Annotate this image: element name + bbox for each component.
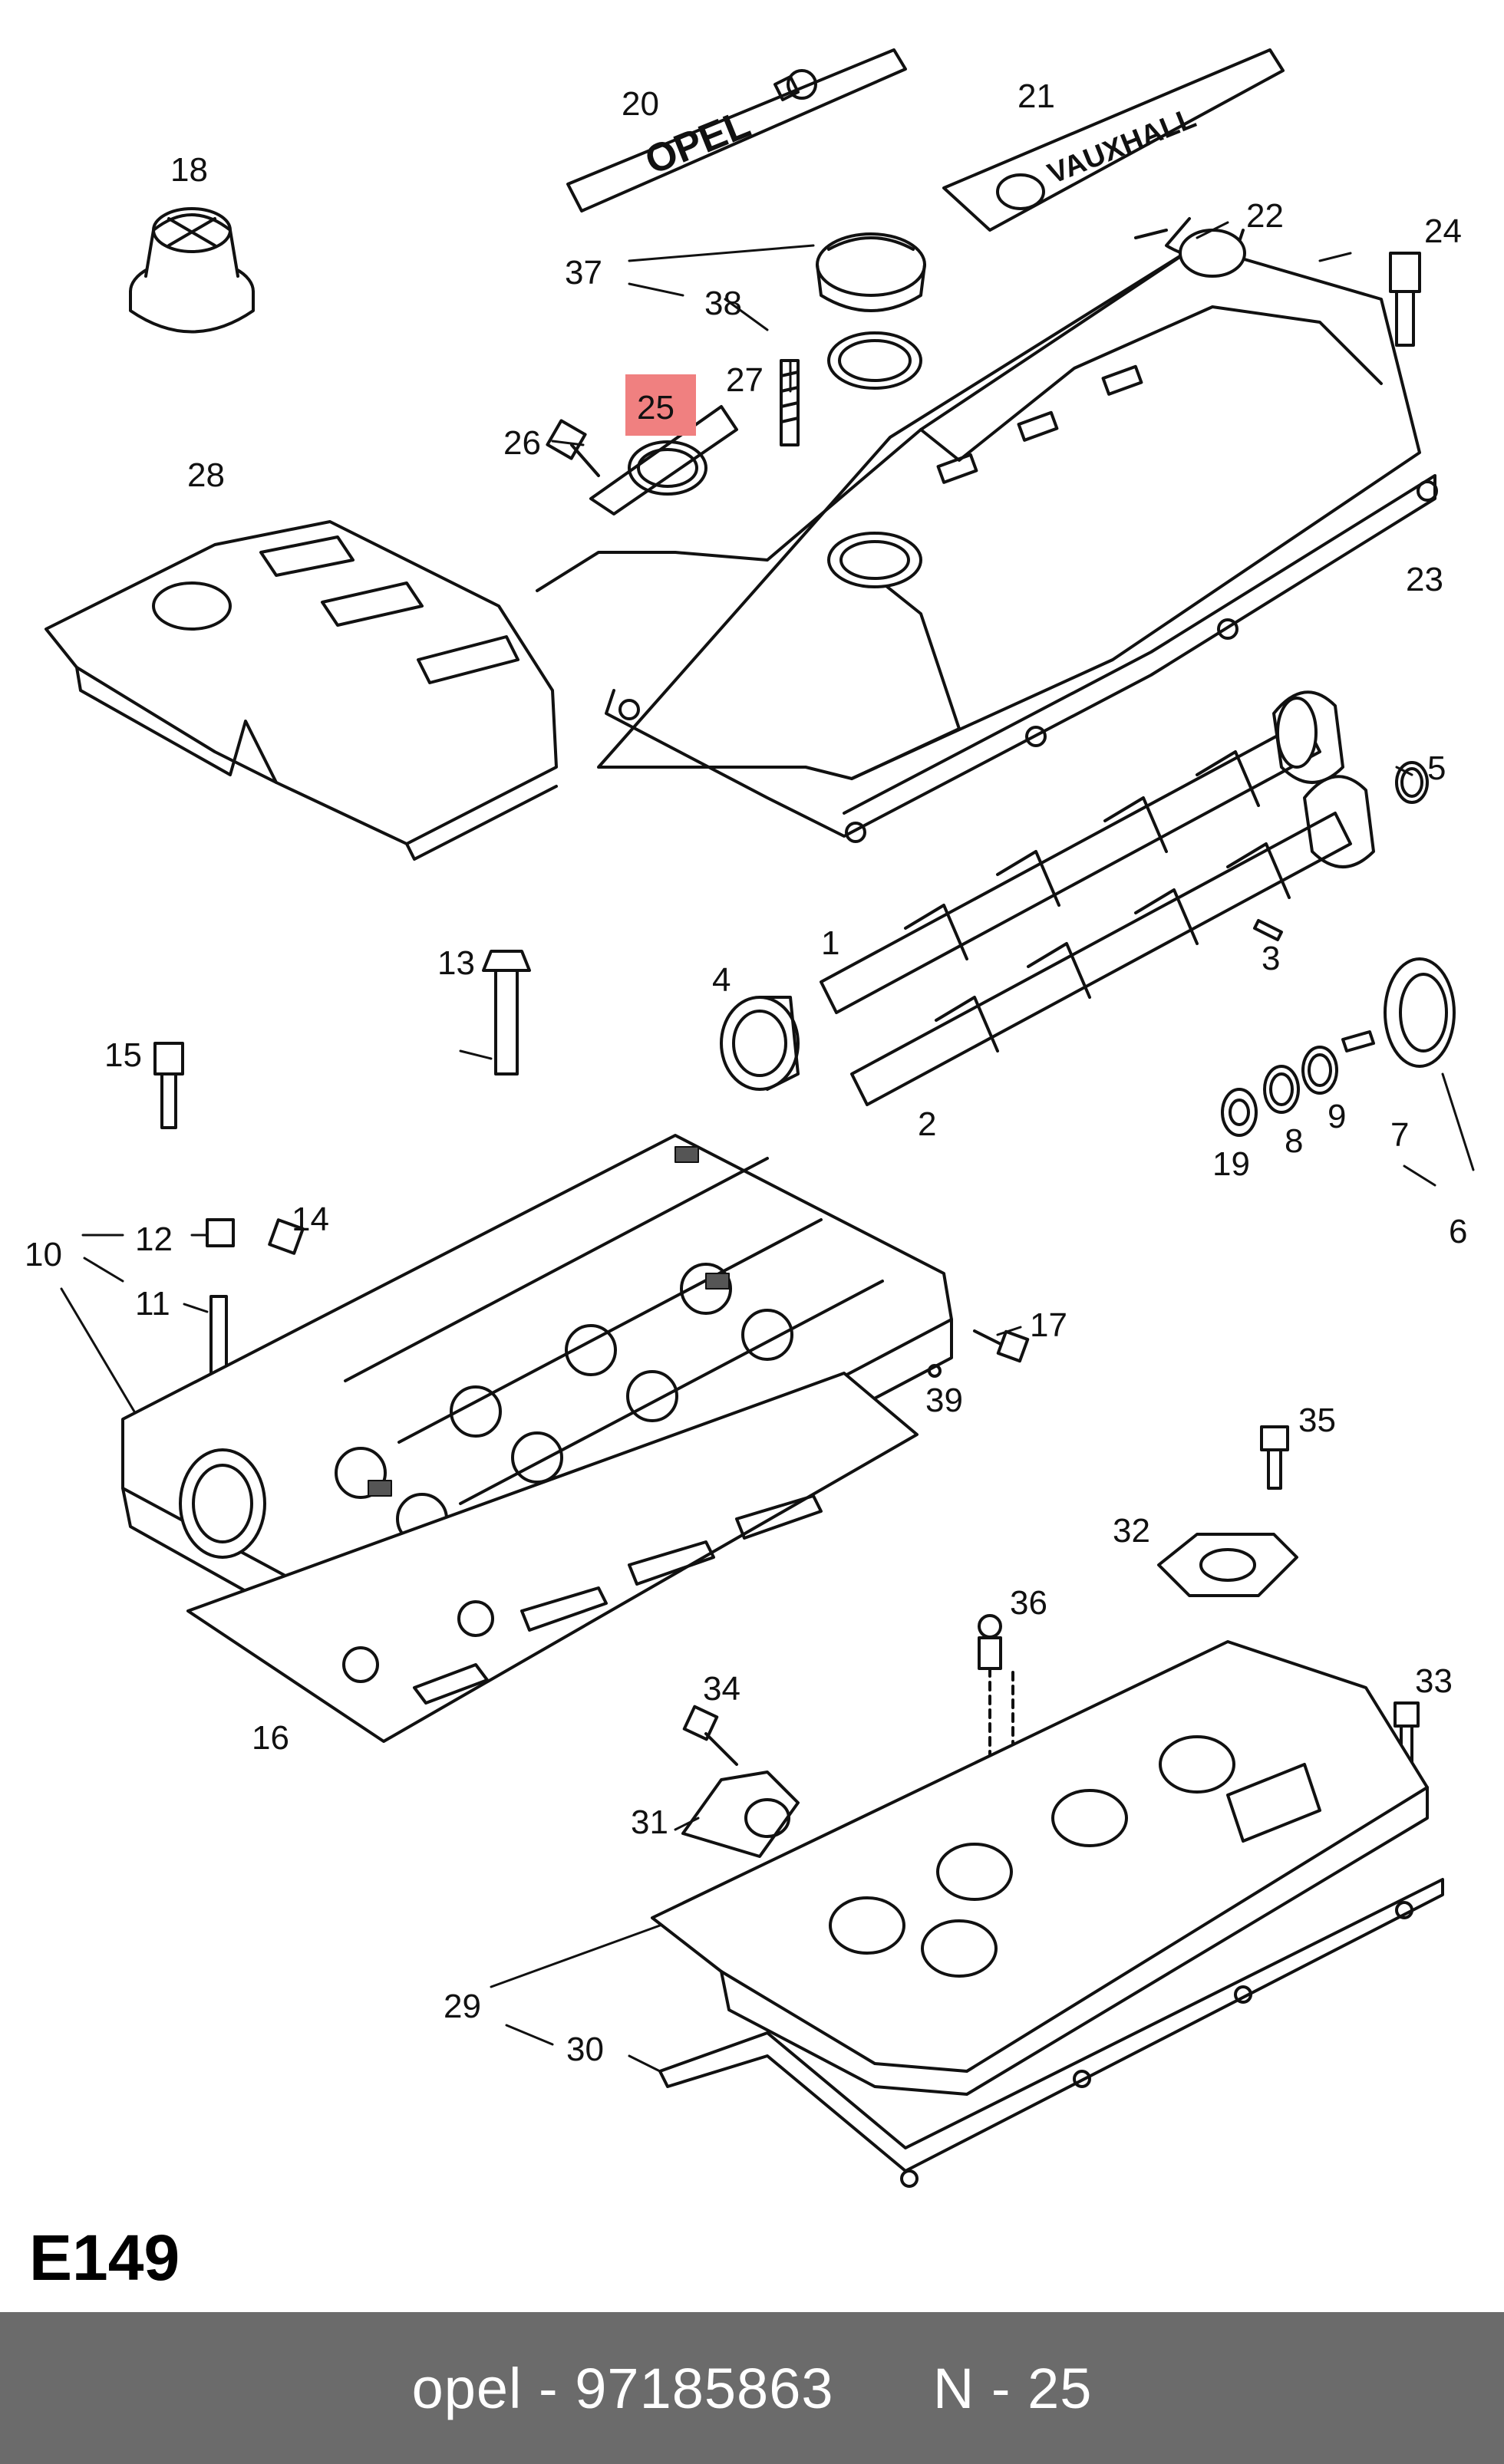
- exploded-parts-drawing: OPEL VAUXHALL: [25, 48, 1475, 2188]
- housing-31: [681, 1771, 800, 1858]
- callout-17: 17: [1030, 1306, 1067, 1344]
- callout-24: 24: [1424, 212, 1462, 250]
- callout-33: 33: [1415, 1662, 1453, 1700]
- callout-2: 2: [918, 1105, 936, 1143]
- callout-28: 28: [187, 456, 225, 494]
- flange-32: [1157, 1533, 1298, 1597]
- ring-5: [1395, 761, 1429, 804]
- bolt-15: [153, 1042, 184, 1129]
- callout-29: 29: [444, 1988, 481, 2025]
- pin-7: [1341, 1030, 1375, 1052]
- oil-cap-seal: [827, 331, 922, 390]
- washer-19: [1221, 1088, 1258, 1137]
- callout-36: 36: [1010, 1584, 1047, 1622]
- callout-15: 15: [104, 1036, 142, 1074]
- oil-filler-plug: [129, 207, 255, 334]
- bolt-13: [482, 950, 531, 1076]
- sprocket-6: [1384, 957, 1456, 1068]
- key-3: [1253, 919, 1283, 941]
- bolt-17: [973, 1329, 1030, 1363]
- callout-10: 10: [25, 1236, 62, 1273]
- engine-cover: [45, 520, 558, 861]
- callout-31: 31: [631, 1804, 668, 1841]
- highlight-part-25: [625, 374, 696, 436]
- callout-23: 23: [1406, 561, 1443, 598]
- plug-39: [928, 1364, 942, 1378]
- vauxhall-badge-plate: [942, 48, 1285, 232]
- valve-cover: [536, 217, 1421, 780]
- bolt-24: [1389, 252, 1421, 347]
- callout-labels: 20 21 18 22 24 37 38 27 25 26 28 23 5 1 …: [25, 77, 1467, 2068]
- footer-brand: opel: [411, 2356, 523, 2420]
- footer-gap: [834, 2356, 933, 2421]
- oil-cap: [816, 232, 926, 312]
- callout-26: 26: [503, 424, 541, 462]
- head-gasket: [186, 1372, 919, 1743]
- callout-22: 22: [1246, 197, 1284, 235]
- callout-38: 38: [704, 285, 742, 322]
- bolt-34: [682, 1705, 738, 1766]
- callout-21: 21: [1018, 77, 1055, 115]
- callout-25: 25: [637, 389, 674, 427]
- footer-separator: -: [522, 2356, 576, 2420]
- intake-manifold-gasket: [658, 1878, 1444, 2188]
- bolt-26: [546, 419, 600, 477]
- valve-cover-gasket: [605, 474, 1438, 843]
- ring-9: [1301, 1046, 1338, 1095]
- seal-4: [720, 996, 800, 1091]
- callout-16: 16: [252, 1719, 289, 1757]
- callout-37: 37: [565, 254, 602, 292]
- footer-bar: opel - 97185863 N - 25: [0, 2312, 1504, 2464]
- callout-9: 9: [1328, 1098, 1346, 1135]
- callout-6: 6: [1449, 1213, 1467, 1250]
- callout-35: 35: [1298, 1402, 1336, 1439]
- callout-30: 30: [566, 2031, 604, 2068]
- callout-8: 8: [1285, 1122, 1303, 1160]
- ring-8: [1263, 1065, 1300, 1114]
- diagram-page-code: E149: [29, 2222, 180, 2294]
- callout-27: 27: [726, 361, 764, 399]
- callout-34: 34: [703, 1670, 740, 1708]
- nut-12: [206, 1218, 235, 1247]
- nut-14: [268, 1218, 305, 1255]
- callout-13: 13: [437, 944, 475, 982]
- callout-18: 18: [170, 151, 208, 189]
- callout-1: 1: [821, 924, 839, 962]
- gasket-part-25: [589, 405, 738, 516]
- callout-3: 3: [1262, 940, 1280, 977]
- callout-11: 11: [135, 1285, 170, 1323]
- callout-19: 19: [1212, 1145, 1250, 1183]
- intake-manifold: [651, 1640, 1429, 2096]
- footer-part-number: 97185863: [575, 2356, 834, 2420]
- callout-4: 4: [712, 961, 731, 999]
- camshaft-intake: [820, 690, 1344, 1014]
- callout-39: 39: [925, 1382, 963, 1419]
- callout-14: 14: [292, 1201, 329, 1238]
- callout-5: 5: [1427, 749, 1446, 787]
- callout-20: 20: [622, 85, 659, 123]
- leader-lines: [60, 221, 1475, 2073]
- callout-12: 12: [135, 1220, 173, 1258]
- callout-32: 32: [1113, 1512, 1150, 1550]
- footer-position-label: N - 25: [932, 2356, 1093, 2420]
- callout-7: 7: [1390, 1116, 1409, 1154]
- bolt-35: [1260, 1425, 1289, 1490]
- camshaft-exhaust: [850, 775, 1375, 1106]
- opel-badge-plate: [566, 48, 907, 212]
